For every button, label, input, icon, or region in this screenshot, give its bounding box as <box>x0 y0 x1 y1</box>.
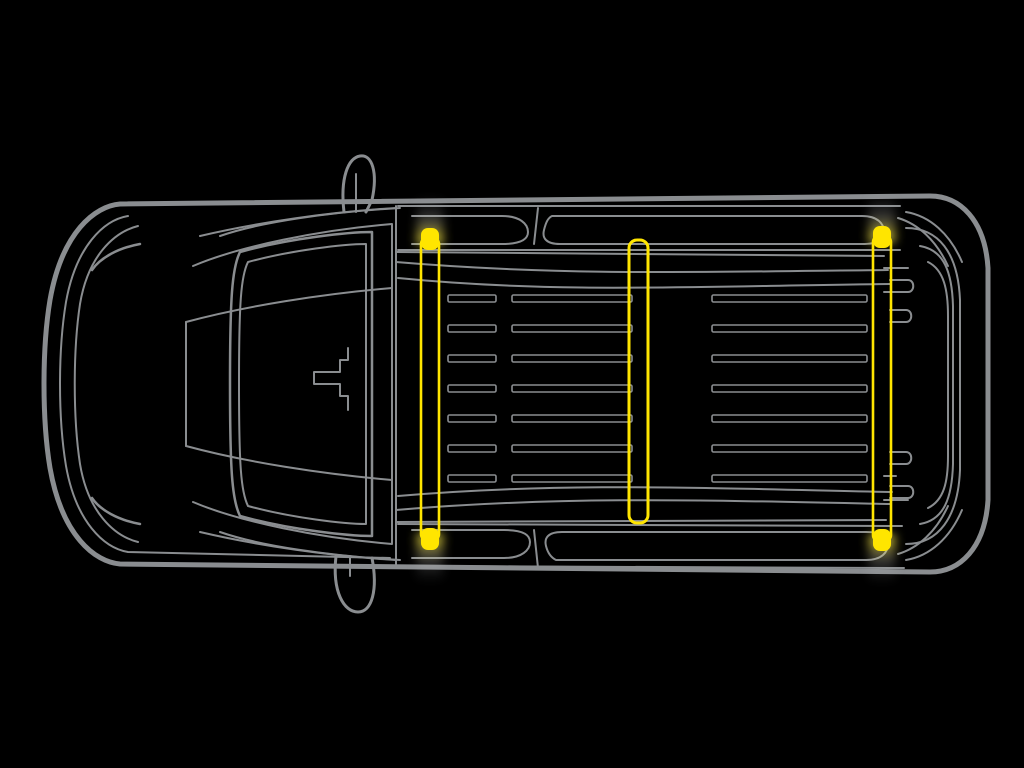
roof-rib <box>447 294 497 303</box>
roof-rail-bottom-edge-2 <box>397 523 903 527</box>
windshield-inner <box>238 243 367 525</box>
windshield-outline <box>228 230 374 538</box>
roof-rib <box>447 474 497 483</box>
roof-rib <box>511 414 633 423</box>
front-bumper-crease <box>73 225 139 543</box>
roof-rib <box>511 354 633 363</box>
crossbar-body[interactable] <box>871 234 893 543</box>
roof-rib <box>711 444 868 453</box>
crossbar-front[interactable] <box>417 196 443 582</box>
roof-contour-bottom-2 <box>395 499 891 511</box>
roof-rail-bottom-front <box>411 529 531 559</box>
rear-bracket-4 <box>889 485 915 499</box>
spoiler-edge-top <box>905 211 963 263</box>
body-outline <box>41 193 991 575</box>
crossbar-rear[interactable] <box>869 194 895 583</box>
roof-rib <box>711 354 868 363</box>
roof-rail-bottom-edge-1 <box>397 565 905 569</box>
front-light-top <box>90 242 142 272</box>
tailgate-outline <box>905 227 961 545</box>
roof-rail-top-gap-line <box>533 207 539 245</box>
roof-contour-top-3 <box>397 277 891 289</box>
hood-outline <box>192 223 393 545</box>
roof-rib <box>447 324 497 333</box>
crossbar-middle[interactable] <box>627 238 650 525</box>
roof-rib <box>711 384 868 393</box>
crossbar-body[interactable] <box>627 238 650 525</box>
roof-rib <box>447 354 497 363</box>
mirror-left-icon <box>341 154 376 214</box>
tailgate-top-fold <box>897 217 949 267</box>
tailgate-inner-1 <box>919 245 954 525</box>
roof-rib <box>511 474 633 483</box>
a-pillar-top <box>219 207 401 237</box>
roof-rib <box>511 324 633 333</box>
tailgate-inner-2 <box>927 261 949 509</box>
roof-rib <box>711 294 868 303</box>
crossbar-body[interactable] <box>419 236 441 542</box>
roof-contour-top-2 <box>395 261 889 274</box>
roof-rib <box>447 384 497 393</box>
roof-rib <box>511 384 633 393</box>
roof-crossbar-group <box>417 194 895 583</box>
tailgate-bottom-fold <box>897 505 949 555</box>
mirror-mount-shroud <box>313 347 349 411</box>
roof-rail-top-front <box>411 215 529 245</box>
roof-rib <box>511 444 633 453</box>
roof-rib <box>511 294 633 303</box>
roof-contour-bottom-1 <box>395 519 887 523</box>
roof-contour-bottom-3 <box>397 486 893 497</box>
front-light-bottom <box>90 496 142 526</box>
mirror-right-icon <box>333 554 376 614</box>
roof-rib <box>447 414 497 423</box>
rear-bracket-3 <box>889 451 913 465</box>
spoiler-edge-bottom <box>905 509 963 561</box>
roof-rib <box>447 444 497 453</box>
roof-contour-top-1 <box>395 251 885 257</box>
a-pillar-bottom <box>219 531 401 561</box>
roof-rib <box>711 414 868 423</box>
rear-bracket-1 <box>889 279 915 293</box>
roof-rib <box>711 324 868 333</box>
roof-rib-group <box>447 294 868 483</box>
body-inner-outline <box>59 215 391 559</box>
roof-rail-bottom-gap-line <box>533 529 539 569</box>
roof-rib <box>711 474 868 483</box>
rear-bracket-2 <box>889 309 913 323</box>
